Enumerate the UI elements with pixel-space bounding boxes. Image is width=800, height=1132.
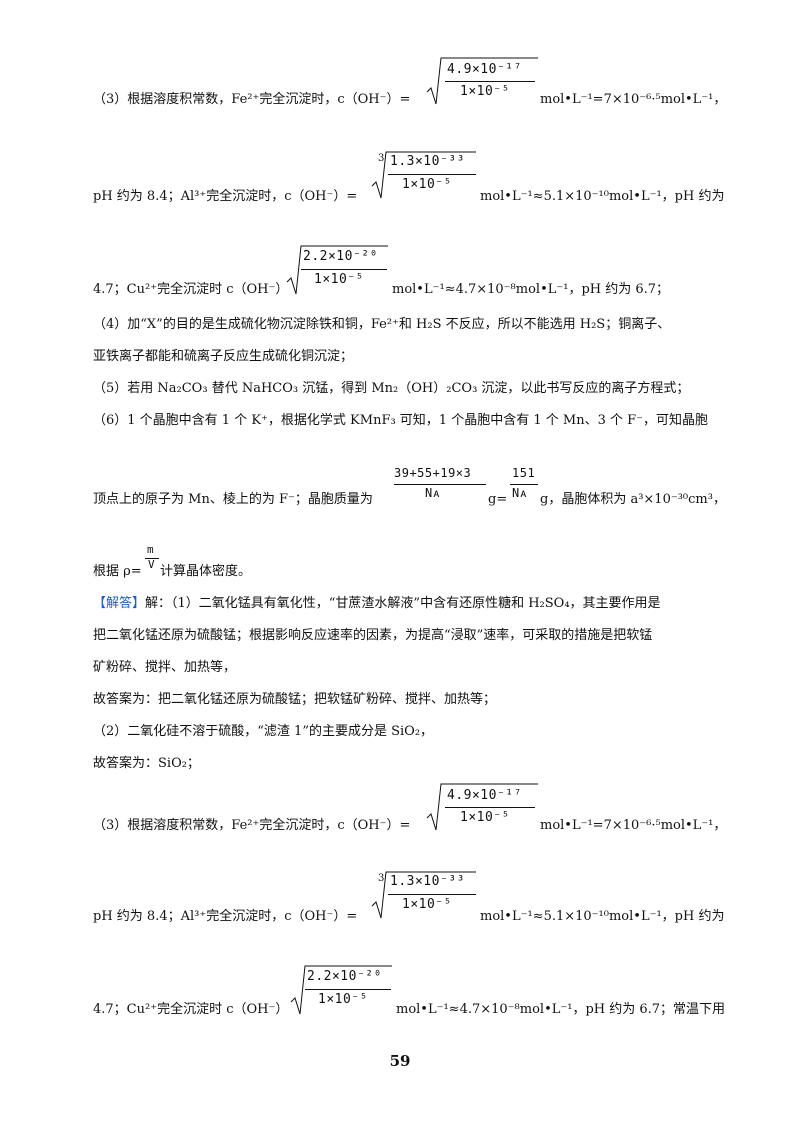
text-line: mol•L⁻¹=7×10⁻⁶·⁵mol•L⁻¹， [540, 92, 727, 107]
text-line: pH 约为 8.4；Al³⁺完全沉淀时，c（OH⁻）= [93, 189, 358, 204]
fraction-numerator: 4.9×10⁻¹⁷ [447, 62, 522, 77]
page-number: 59 [389, 1052, 411, 1070]
text-line: 解：（1）二氧化锰具有氧化性，“甘蔗渣水解液”中含有还原性糖和 H₂SO₄，其主… [145, 596, 661, 611]
fraction-bar [305, 989, 391, 990]
text-line: mol•L⁻¹≈4.7×10⁻⁸mol•L⁻¹，pH 约为 6.7； [392, 282, 670, 297]
fraction-bar [388, 174, 476, 175]
text-line: 亚铁离子都能和硫离子反应生成硫化铜沉淀； [93, 349, 354, 364]
fraction-bar [445, 807, 535, 808]
text-line: 矿粉碎、搅拌、加热等， [93, 660, 237, 675]
text-line: （3）根据溶度积常数，Fe²⁺完全沉淀时，c（OH⁻）= [93, 818, 411, 833]
root-index: 3 [378, 153, 385, 164]
text-line: g，晶胞体积为 a³×10⁻³⁰cm³， [540, 492, 726, 507]
text-line: mol•L⁻¹≈5.1×10⁻¹⁰mol•L⁻¹，pH 约为 [480, 909, 725, 924]
radical-sign [290, 965, 392, 1015]
text-line: 故答案为：把二氧化锰还原为硫酸锰；把软锰矿粉碎、搅拌、加热等； [93, 692, 497, 707]
text-line: g= [488, 492, 508, 507]
text-line: 计算晶体密度。 [160, 564, 252, 579]
fraction-denominator: V [148, 558, 156, 571]
fraction-denominator: 1×10⁻⁵ [402, 177, 452, 192]
text-line: （4）加“X”的目的是生成硫化物沉淀除铁和铜，Fe²⁺和 H₂S 不反应，所以不… [93, 317, 671, 332]
root-index: 3 [378, 873, 385, 884]
fraction-bar [388, 894, 476, 895]
fraction-bar [301, 269, 387, 270]
text-line: （3）根据溶度积常数，Fe²⁺完全沉淀时，c（OH⁻）= [93, 92, 411, 107]
fraction-bar [394, 484, 486, 485]
text-line: （6）1 个晶胞中含有 1 个 K⁺，根据化学式 KMnF₃ 可知，1 个晶胞中… [93, 413, 708, 428]
text-line: mol•L⁻¹≈5.1×10⁻¹⁰mol•L⁻¹，pH 约为 [480, 189, 725, 204]
fraction-denominator: 1×10⁻⁵ [460, 84, 510, 99]
text-line: 故答案为：SiO₂； [93, 756, 200, 771]
radical-sign [371, 151, 476, 199]
answer-tag: 【解答】 [93, 596, 146, 611]
fraction-numerator: 39+55+19×3 [394, 466, 472, 480]
answer-line: 【解答】解：（1）二氧化锰具有氧化性，“甘蔗渣水解液”中含有还原性糖和 H₂SO… [93, 596, 661, 612]
text-line: 4.7；Cu²⁺完全沉淀时 c（OH⁻） [93, 1002, 289, 1017]
fraction-denominator: Nᴀ [512, 486, 528, 500]
radical-sign [371, 871, 476, 919]
text-line: 把二氧化锰还原为硫酸锰；根据影响反应速率的因素，为提高“浸取”速率，可采取的措施… [93, 628, 653, 643]
fraction-denominator: 1×10⁻⁵ [460, 810, 510, 825]
fraction-denominator: 1×10⁻⁵ [314, 272, 364, 287]
radical-sign [426, 783, 538, 831]
radical-sign [426, 57, 538, 105]
fraction-bar [445, 81, 535, 82]
fraction-numerator: 2.2×10⁻²⁰ [307, 969, 382, 984]
text-line: 4.7；Cu²⁺完全沉淀时 c（OH⁻） [93, 282, 289, 297]
fraction-denominator: Nᴀ [425, 486, 441, 500]
text-line: mol•L⁻¹=7×10⁻⁶·⁵mol•L⁻¹， [540, 818, 727, 833]
fraction-numerator: 2.2×10⁻²⁰ [303, 249, 378, 264]
fraction-bar [510, 484, 538, 485]
fraction-numerator: 151 [512, 466, 536, 480]
fraction-numerator: m [147, 543, 155, 556]
text-line: 根据 ρ= [93, 564, 142, 579]
text-line: mol•L⁻¹≈4.7×10⁻⁸mol•L⁻¹，pH 约为 6.7；常温下用 [396, 1002, 726, 1017]
fraction-bar [145, 558, 159, 559]
text-line: （5）若用 Na₂CO₃ 替代 NaHCO₃ 沉锰，得到 Mn₂（OH）₂CO₃… [93, 381, 690, 396]
text-line: 顶点上的原子为 Mn、棱上的为 F⁻；晶胞质量为 [93, 492, 373, 507]
fraction-denominator: 1×10⁻⁵ [318, 992, 368, 1007]
text-line: pH 约为 8.4；Al³⁺完全沉淀时，c（OH⁻）= [93, 909, 358, 924]
text-line: （2）二氧化硅不溶于硫酸，“滤渣 1”的主要成分是 SiO₂， [93, 724, 434, 739]
fraction-numerator: 1.3×10⁻³³ [390, 874, 465, 889]
radical-sign [286, 245, 388, 295]
fraction-numerator: 1.3×10⁻³³ [390, 154, 465, 169]
fraction-denominator: 1×10⁻⁵ [402, 897, 452, 912]
fraction-numerator: 4.9×10⁻¹⁷ [447, 788, 522, 803]
